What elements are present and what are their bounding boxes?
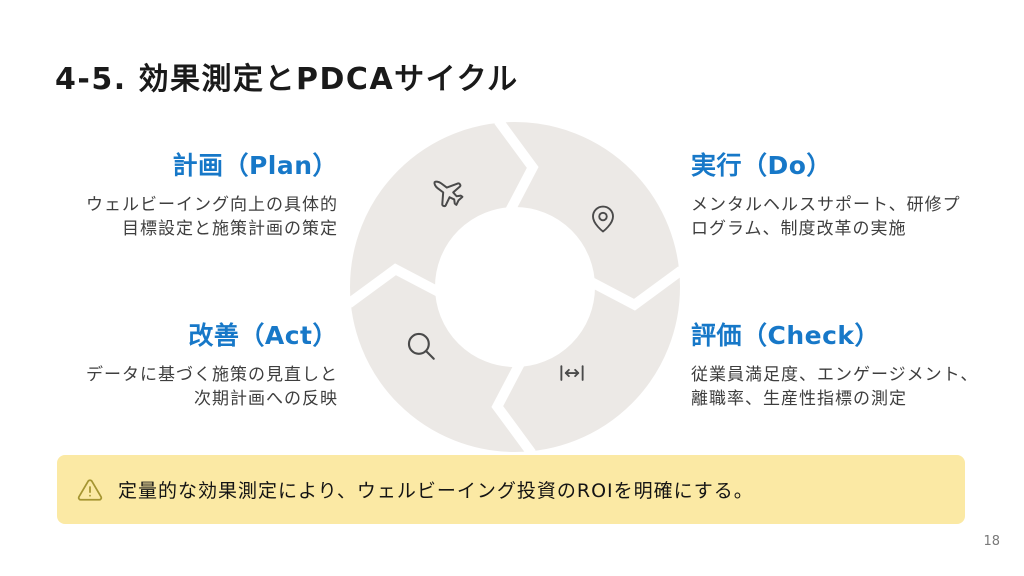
slide-title: 4-5. 効果測定とPDCAサイクル [55,62,519,98]
quadrant-act: 改善（Act） データに基づく施策の見直しと 次期計画への反映 [13,316,338,411]
search-icon [404,329,438,363]
act-body-line2: 次期計画への反映 [194,389,338,409]
act-heading: 改善（Act） [188,321,338,350]
warning-triangle-icon [77,477,103,503]
plan-heading: 計画（Plan） [172,151,338,180]
pdca-cycle-diagram [350,122,680,452]
do-heading: 実行（Do） [691,151,832,180]
check-body: 従業員満足度、エンゲージメント、 離職率、生産性指標の測定 [691,363,1016,411]
segment-divider-top [494,122,539,219]
quadrant-do: 実行（Do） メンタルヘルスサポート、研修プ ログラム、制度改革の実施 [691,146,1016,241]
check-heading: 評価（Check） [691,321,881,350]
do-body-line1: メンタルヘルスサポート、研修プ [691,195,961,215]
segment-divider-bottom [491,355,536,452]
act-body-line1: データに基づく施策の見直しと [86,365,338,385]
act-body: データに基づく施策の見直しと 次期計画への反映 [13,363,338,411]
plan-body: ウェルビーイング向上の具体的 目標設定と施策計画の策定 [13,193,338,241]
do-body-line2: ログラム、制度改革の実施 [691,219,907,239]
key-point-callout: 定量的な効果測定により、ウェルビーイング投資のROIを明確にする。 [57,455,965,524]
cycle-ring [350,122,680,452]
check-body-line1: 従業員満足度、エンゲージメント、 [691,365,979,385]
move-horizontal-icon [557,358,587,388]
map-pin-icon [588,204,618,234]
quadrant-check: 評価（Check） 従業員満足度、エンゲージメント、 離職率、生産性指標の測定 [691,316,1016,411]
segment-divider-left [350,263,447,308]
plane-icon [432,176,466,210]
plan-body-line1: ウェルビーイング向上の具体的 [86,195,338,215]
do-body: メンタルヘルスサポート、研修プ ログラム、制度改革の実施 [691,193,1016,241]
quadrant-plan: 計画（Plan） ウェルビーイング向上の具体的 目標設定と施策計画の策定 [13,146,338,241]
segment-divider-right [583,266,680,311]
check-body-line2: 離職率、生産性指標の測定 [691,389,907,409]
key-point-text: 定量的な効果測定により、ウェルビーイング投資のROIを明確にする。 [118,480,754,502]
page-number: 18 [983,534,1000,549]
segment-dividers [350,122,680,452]
plan-body-line2: 目標設定と施策計画の策定 [122,219,338,239]
